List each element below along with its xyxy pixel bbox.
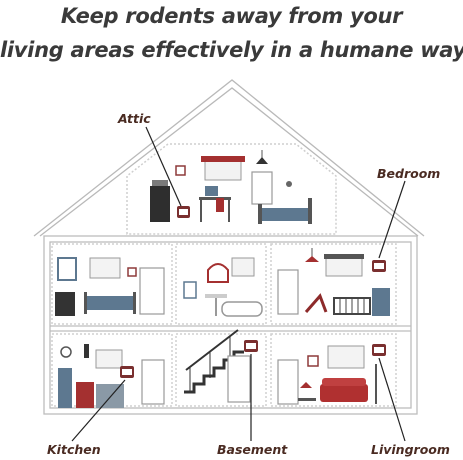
headline-line-2: living areas effectively in a humane way <box>0 38 463 62</box>
basement-stairs <box>184 329 258 403</box>
bathroom <box>183 257 263 317</box>
living-room <box>277 344 386 405</box>
attic-label: Attic <box>118 111 151 126</box>
label-leader-lines <box>71 126 406 442</box>
attic-room <box>126 143 337 235</box>
house-walls <box>43 235 418 415</box>
attic-cabinet <box>150 186 170 222</box>
headline-line-1: Keep rodents away from your <box>60 4 403 28</box>
livingroom-label: Livingroom <box>371 442 450 457</box>
master-bedroom <box>277 248 390 316</box>
basement-label: Basement <box>217 442 288 457</box>
house-roof <box>33 79 425 237</box>
guest-bedroom <box>55 257 165 316</box>
kitchen-label: Kitchen <box>47 442 101 457</box>
kitchen-room <box>58 344 165 408</box>
bedroom-label: Bedroom <box>377 166 441 181</box>
